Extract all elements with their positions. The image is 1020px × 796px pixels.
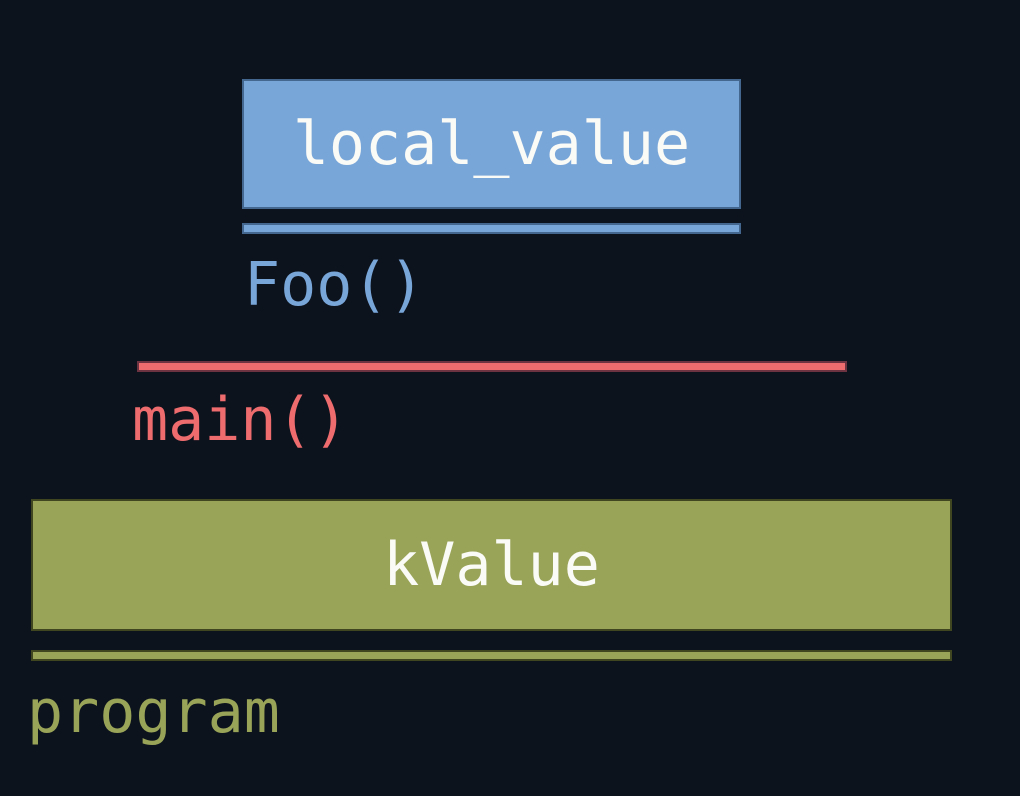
- local-value-label: local_value: [292, 109, 691, 179]
- program-variable-bar: kValue: [31, 499, 952, 631]
- program-scope-line: [31, 650, 952, 661]
- kvalue-label: kValue: [383, 530, 600, 600]
- foo-scope-line: [242, 223, 741, 234]
- foo-variable-bar: local_value: [242, 79, 741, 209]
- program-caption: program: [27, 677, 280, 747]
- main-scope-line: [137, 361, 847, 372]
- main-caption: main(): [132, 385, 349, 455]
- foo-caption: Foo(): [244, 250, 425, 320]
